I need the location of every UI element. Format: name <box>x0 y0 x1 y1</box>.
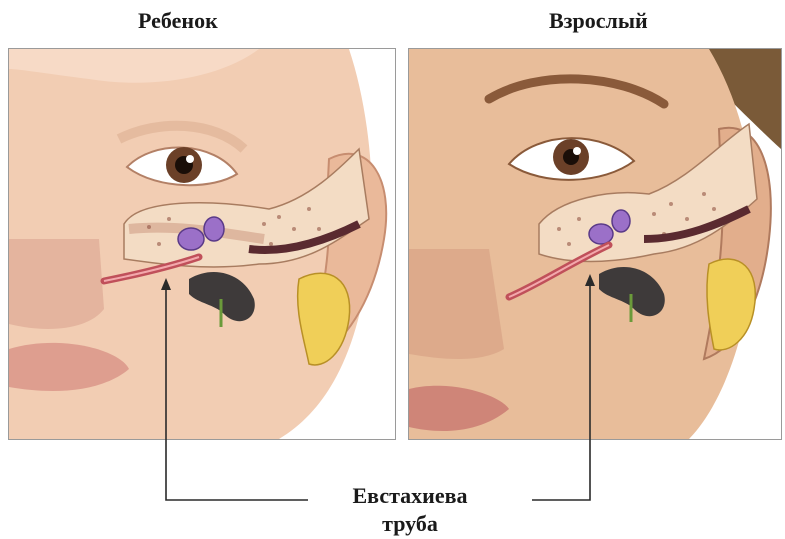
adult-nose <box>409 249 504 359</box>
eustachian-tube-label-line1: Евстахиева <box>300 482 520 510</box>
eustachian-tube-label-line2: труба <box>300 510 520 538</box>
child-nose <box>9 239 104 329</box>
adult-title: Взрослый <box>549 8 648 34</box>
child-title: Ребенок <box>138 8 218 34</box>
child-illustration <box>8 48 396 440</box>
adult-illustration <box>408 48 782 440</box>
